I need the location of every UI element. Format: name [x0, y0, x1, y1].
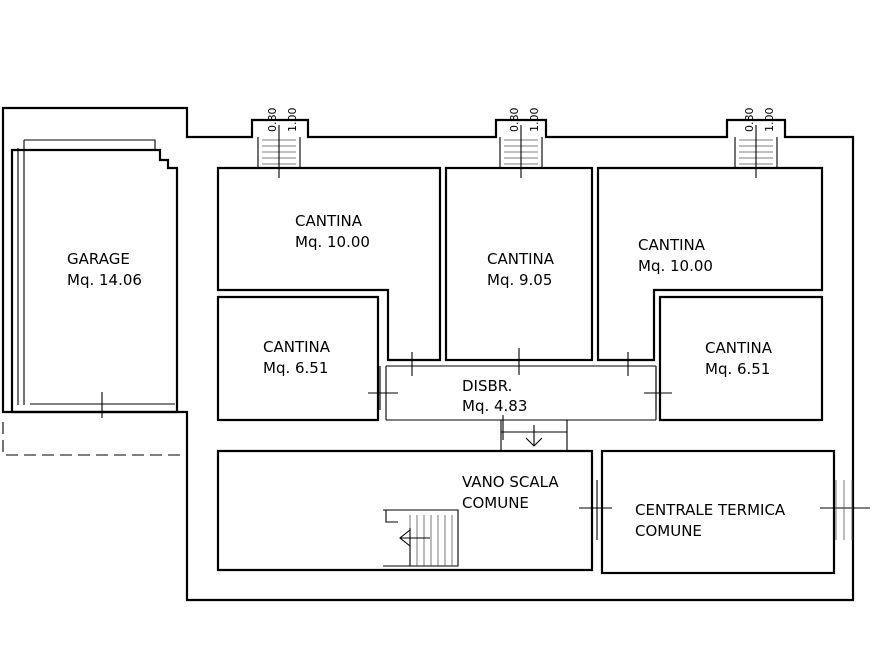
- vano-scala-line1: VANO SCALA: [462, 473, 559, 491]
- cantina-d-area: Mq. 6.51: [263, 359, 328, 377]
- vano-scala-room: [216, 449, 612, 572]
- light-well-2: [499, 125, 543, 178]
- cantina-c-room: [596, 166, 824, 362]
- disbr-room: [368, 352, 672, 440]
- dim-height-2: 1.00: [528, 108, 541, 133]
- cantina-a-area: Mq. 10.00: [295, 233, 370, 251]
- centrale-line1: CENTRALE TERMICA: [635, 501, 786, 519]
- cantina-d-room: [216, 295, 380, 422]
- cantina-a-name: CANTINA: [295, 212, 363, 230]
- light-well-3: [734, 125, 778, 178]
- light-well-1: [257, 125, 301, 178]
- disbr-name: DISBR.: [462, 377, 512, 395]
- stairs: [383, 509, 459, 567]
- cantina-c-area: Mq. 10.00: [638, 257, 713, 275]
- garage-name: GARAGE: [67, 250, 130, 268]
- dimension-labels: 0.80 1.00 0.80 1.00 0.80 1.00: [266, 108, 776, 133]
- cantina-e-room: [658, 295, 824, 422]
- stair-passage: [500, 420, 568, 450]
- cantina-b-room: [444, 166, 594, 375]
- dim-width-3: 0.80: [743, 108, 756, 133]
- garage-area: Mq. 14.06: [67, 271, 142, 289]
- cantina-e-name: CANTINA: [705, 339, 773, 357]
- disbr-area: Mq. 4.83: [462, 397, 527, 415]
- cantina-a-room: [216, 166, 442, 362]
- dim-height-1: 1.00: [286, 108, 299, 133]
- cantina-e-area: Mq. 6.51: [705, 360, 770, 378]
- vano-scala-line2: COMUNE: [462, 494, 529, 512]
- cantina-c-name: CANTINA: [638, 236, 706, 254]
- cantina-d-name: CANTINA: [263, 338, 331, 356]
- cantina-b-name: CANTINA: [487, 250, 555, 268]
- centrale-line2: COMUNE: [635, 522, 702, 540]
- centrale-termica-room: [600, 449, 870, 575]
- garage-room: [2, 139, 187, 456]
- outer-walls: [1, 106, 855, 602]
- dim-width-2: 0.80: [508, 108, 521, 133]
- dim-height-3: 1.00: [763, 108, 776, 133]
- cantina-b-area: Mq. 9.05: [487, 271, 552, 289]
- dim-width-1: 0.80: [266, 108, 279, 133]
